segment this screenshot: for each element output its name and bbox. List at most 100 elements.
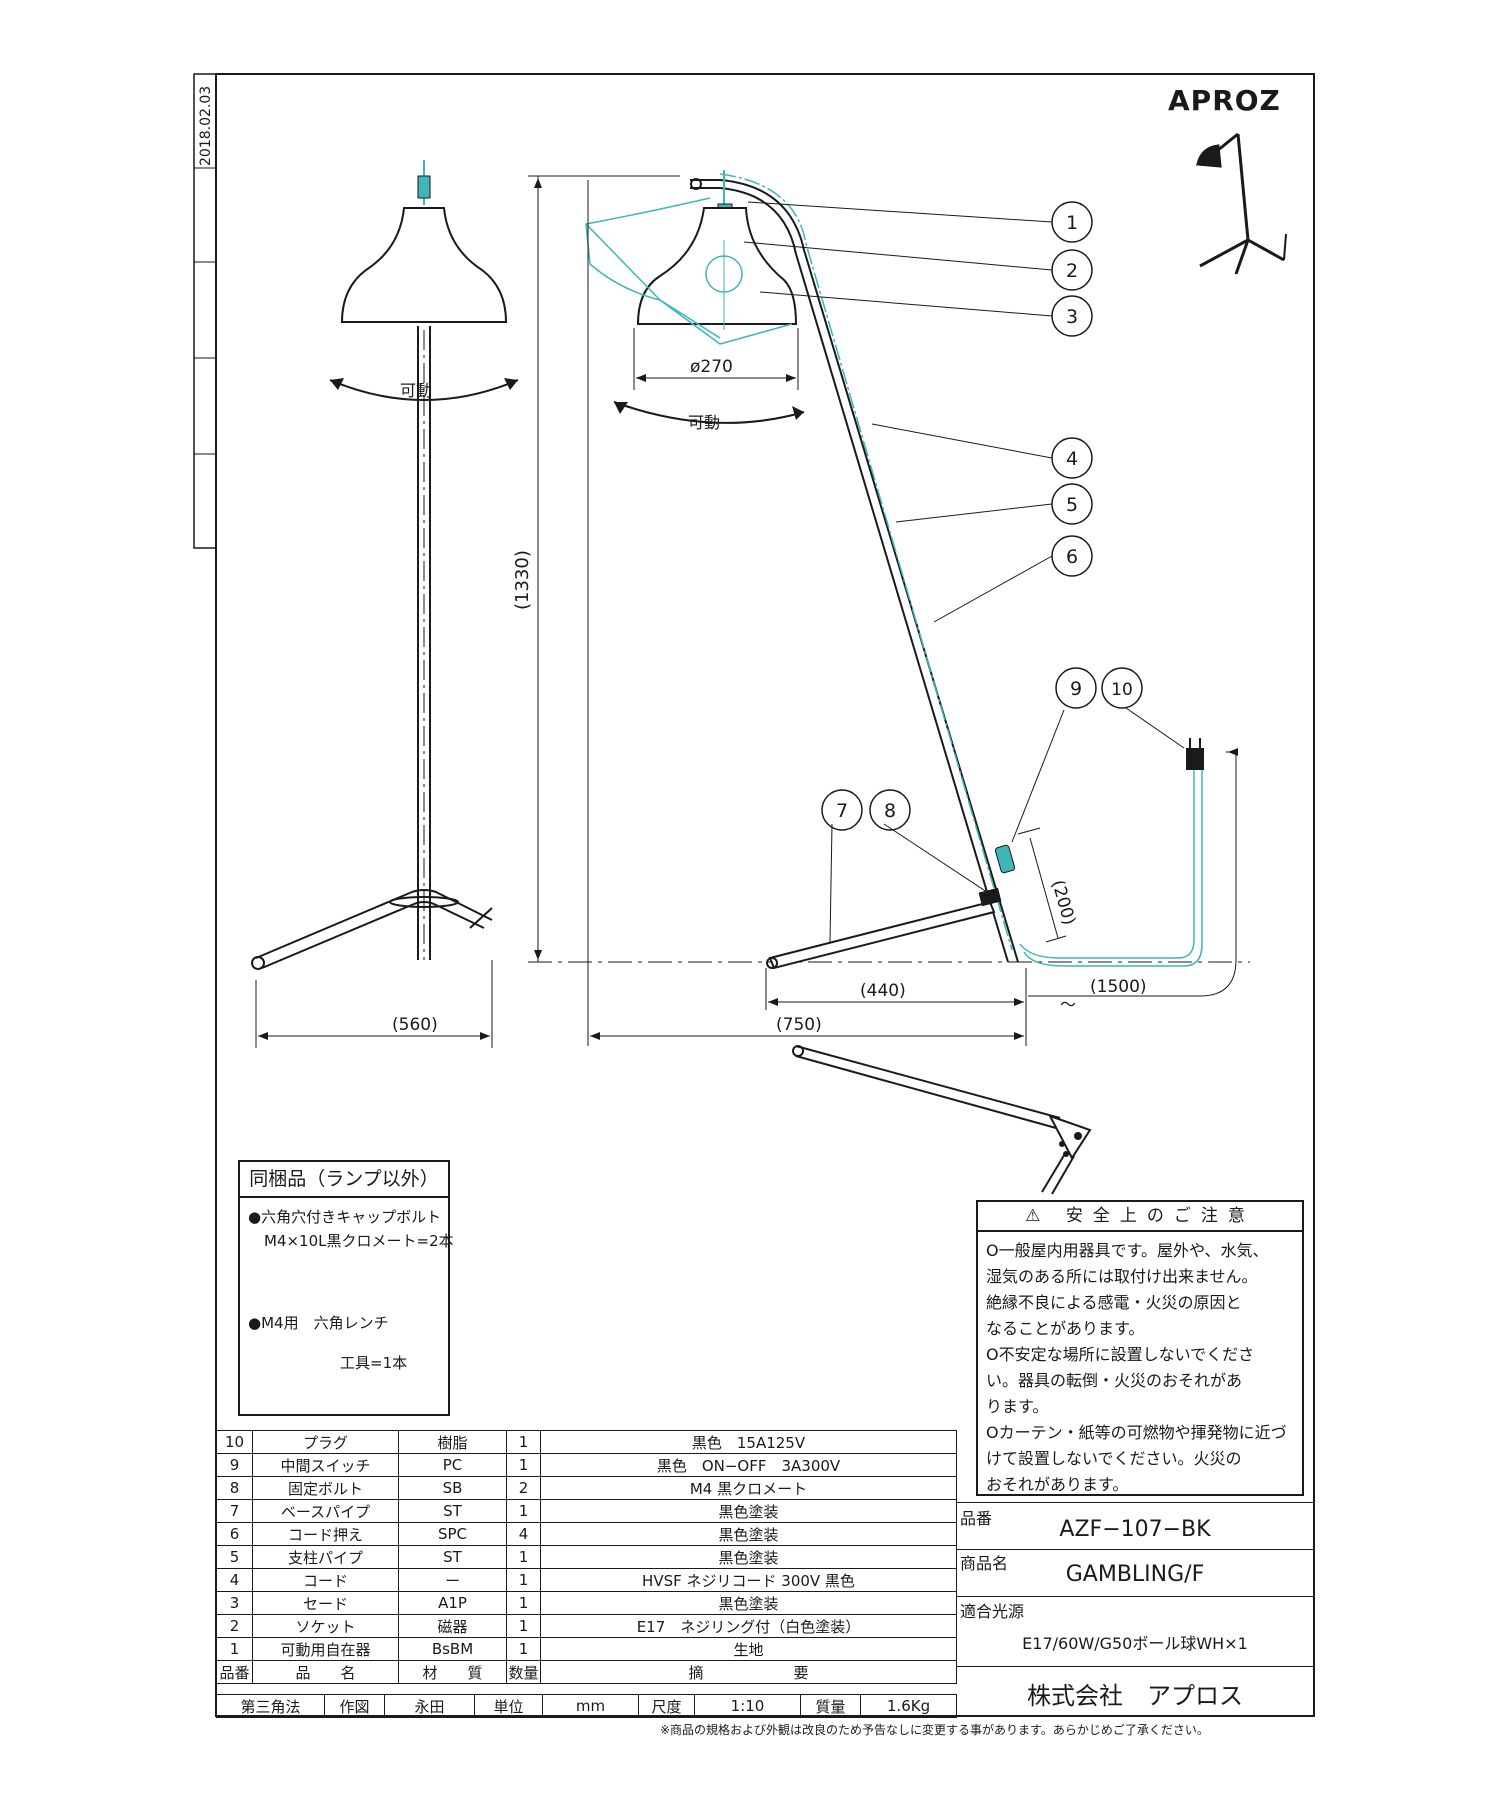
parts-cell-qty: 1	[506, 1637, 541, 1661]
svg-text:5: 5	[1066, 494, 1078, 516]
callout-5: 5	[1051, 483, 1093, 525]
dim-base-front: (560)	[392, 1015, 438, 1035]
parts-cell-spec: 黒色 ON−OFF 3A300V	[540, 1453, 957, 1477]
bundled-items-title: 同梱品（ランプ以外）	[240, 1162, 448, 1198]
safety-line: Oカーテン・紙等の可燃物や揮発物に近づ	[986, 1423, 1287, 1442]
parts-cell-material: ST	[398, 1545, 507, 1569]
parts-cell-name: 可動用自在器	[252, 1637, 399, 1661]
parts-cell-qty: 1	[506, 1430, 541, 1454]
unit-label: 単位	[474, 1694, 543, 1718]
light-source: E17/60W/G50ボール球WH×1	[1022, 1634, 1248, 1653]
mass-label: 質量	[800, 1694, 861, 1718]
mass: 1.6Kg	[860, 1694, 957, 1718]
callout-8: 8	[869, 789, 911, 831]
parts-cell-qty: 1	[506, 1545, 541, 1569]
safety-line: O一般屋内用器具です。屋外や、水気、	[986, 1241, 1269, 1260]
parts-cell-name: プラグ	[252, 1430, 399, 1454]
parts-cell-spec: M4 黒クロメート	[540, 1476, 957, 1500]
callout-4: 4	[1051, 437, 1093, 479]
product-name-label: 商品名	[960, 1554, 1009, 1573]
bundled-item-wrench: ●M4用 六角レンチ	[248, 1314, 389, 1332]
safety-line: 絶縁不良による感電・火災の原因と	[986, 1293, 1242, 1312]
parts-cell-no: 9	[216, 1453, 253, 1477]
parts-header-name: 品 名	[252, 1660, 399, 1684]
parts-cell-material: 磁器	[398, 1614, 507, 1638]
parts-cell-no: 7	[216, 1499, 253, 1523]
drawing-info-row: 第三角法 作図 永田 単位 mm 尺度 1:10 質量 1.6Kg	[216, 1694, 957, 1718]
dim-base-depth: (440)	[860, 981, 906, 1001]
parts-cell-qty: 1	[506, 1591, 541, 1615]
parts-cell-qty: 1	[506, 1499, 541, 1523]
parts-cell-spec: 黒色塗装	[540, 1522, 957, 1546]
svg-text:6: 6	[1066, 546, 1078, 568]
callout-6: 6	[1051, 535, 1093, 577]
part-number-label: 品番	[960, 1509, 993, 1528]
parts-header-qty: 数量	[506, 1660, 541, 1684]
date-label: 2018.02.03	[198, 86, 214, 166]
drawn-by-label: 作図	[324, 1694, 385, 1718]
safety-line: O不安定な場所に設置しないでくださ	[986, 1345, 1255, 1364]
callout-2: 2	[1051, 249, 1093, 291]
parts-cell-material: SPC	[398, 1522, 507, 1546]
parts-header-spec: 摘 要	[540, 1660, 957, 1684]
light-source-label: 適合光源	[960, 1602, 1025, 1621]
brand-logo: APROZ	[1168, 84, 1281, 117]
svg-text:1: 1	[1066, 212, 1078, 234]
bundled-item-bolt: ●六角穴付きキャップボルト	[248, 1208, 442, 1226]
parts-header-row: 品番品 名材 質数量摘 要	[216, 1660, 957, 1684]
title-block: 品番 AZF−107−BK 商品名 GAMBLING/F 適合光源 E17/60…	[956, 1502, 1314, 1716]
parts-cell-no: 10	[216, 1430, 253, 1454]
scale-label: 尺度	[638, 1694, 695, 1718]
callout-3: 3	[1051, 295, 1093, 337]
parts-cell-name: ベースパイプ	[252, 1499, 399, 1523]
dim-total-depth: (750)	[776, 1015, 822, 1035]
parts-cell-material: ST	[398, 1499, 507, 1523]
unit: mm	[542, 1694, 639, 1718]
svg-text:2: 2	[1066, 260, 1078, 282]
dim-height: (1330)	[512, 550, 533, 610]
parts-header-material: 材 質	[398, 1660, 507, 1684]
svg-text:7: 7	[836, 800, 848, 822]
parts-cell-name: 固定ボルト	[252, 1476, 399, 1500]
parts-cell-material: BsBM	[398, 1637, 507, 1661]
parts-cell-no: 6	[216, 1522, 253, 1546]
parts-cell-qty: 1	[506, 1568, 541, 1592]
callout-10: 10	[1101, 667, 1143, 709]
part-number: AZF−107−BK	[1059, 1517, 1211, 1542]
safety-notice-box: ⚠ 安全上のご注意 O一般屋内用器具です。屋外や、水気、 湿気のある所には取付け…	[976, 1200, 1304, 1496]
parts-cell-material: PC	[398, 1453, 507, 1477]
parts-cell-material: A1P	[398, 1591, 507, 1615]
lamp-thumbnail-icon	[1196, 132, 1287, 275]
svg-text:3: 3	[1066, 306, 1078, 328]
parts-cell-name: 中間スイッチ	[252, 1453, 399, 1477]
safety-line: い。器具の転倒・火災のおそれがあ	[986, 1371, 1243, 1390]
parts-cell-no: 2	[216, 1614, 253, 1638]
parts-cell-qty: 1	[506, 1453, 541, 1477]
parts-cell-spec: 黒色塗装	[540, 1545, 957, 1569]
bundled-item-wrench-qty: 工具=1本	[340, 1354, 408, 1372]
dim-shade-diameter: ø270	[690, 357, 733, 377]
parts-cell-qty: 2	[506, 1476, 541, 1500]
side-movable-label: 可動	[688, 413, 720, 432]
parts-cell-name: コード	[252, 1568, 399, 1592]
callout-7: 7	[821, 789, 863, 831]
svg-text:9: 9	[1070, 678, 1082, 700]
bundled-items-box: 同梱品（ランプ以外） ●六角穴付きキャップボルト M4×10L黒クロメート=2本…	[238, 1160, 454, 1416]
svg-text:10: 10	[1111, 680, 1133, 700]
parts-cell-material: ー	[398, 1568, 507, 1592]
callouts: 1 2 3 4 5 6 7 8 9 10	[743, 201, 1185, 943]
safety-line: ります。	[986, 1397, 1049, 1416]
disclaimer-note: ※商品の規格および外観は改良のため予告なしに変更する事があります。あらかじめご了…	[660, 1723, 1209, 1737]
date-tag-strip	[193, 73, 217, 549]
parts-header-no: 品番	[216, 1660, 253, 1684]
safety-title: ⚠ 安全上のご注意	[978, 1202, 1302, 1232]
